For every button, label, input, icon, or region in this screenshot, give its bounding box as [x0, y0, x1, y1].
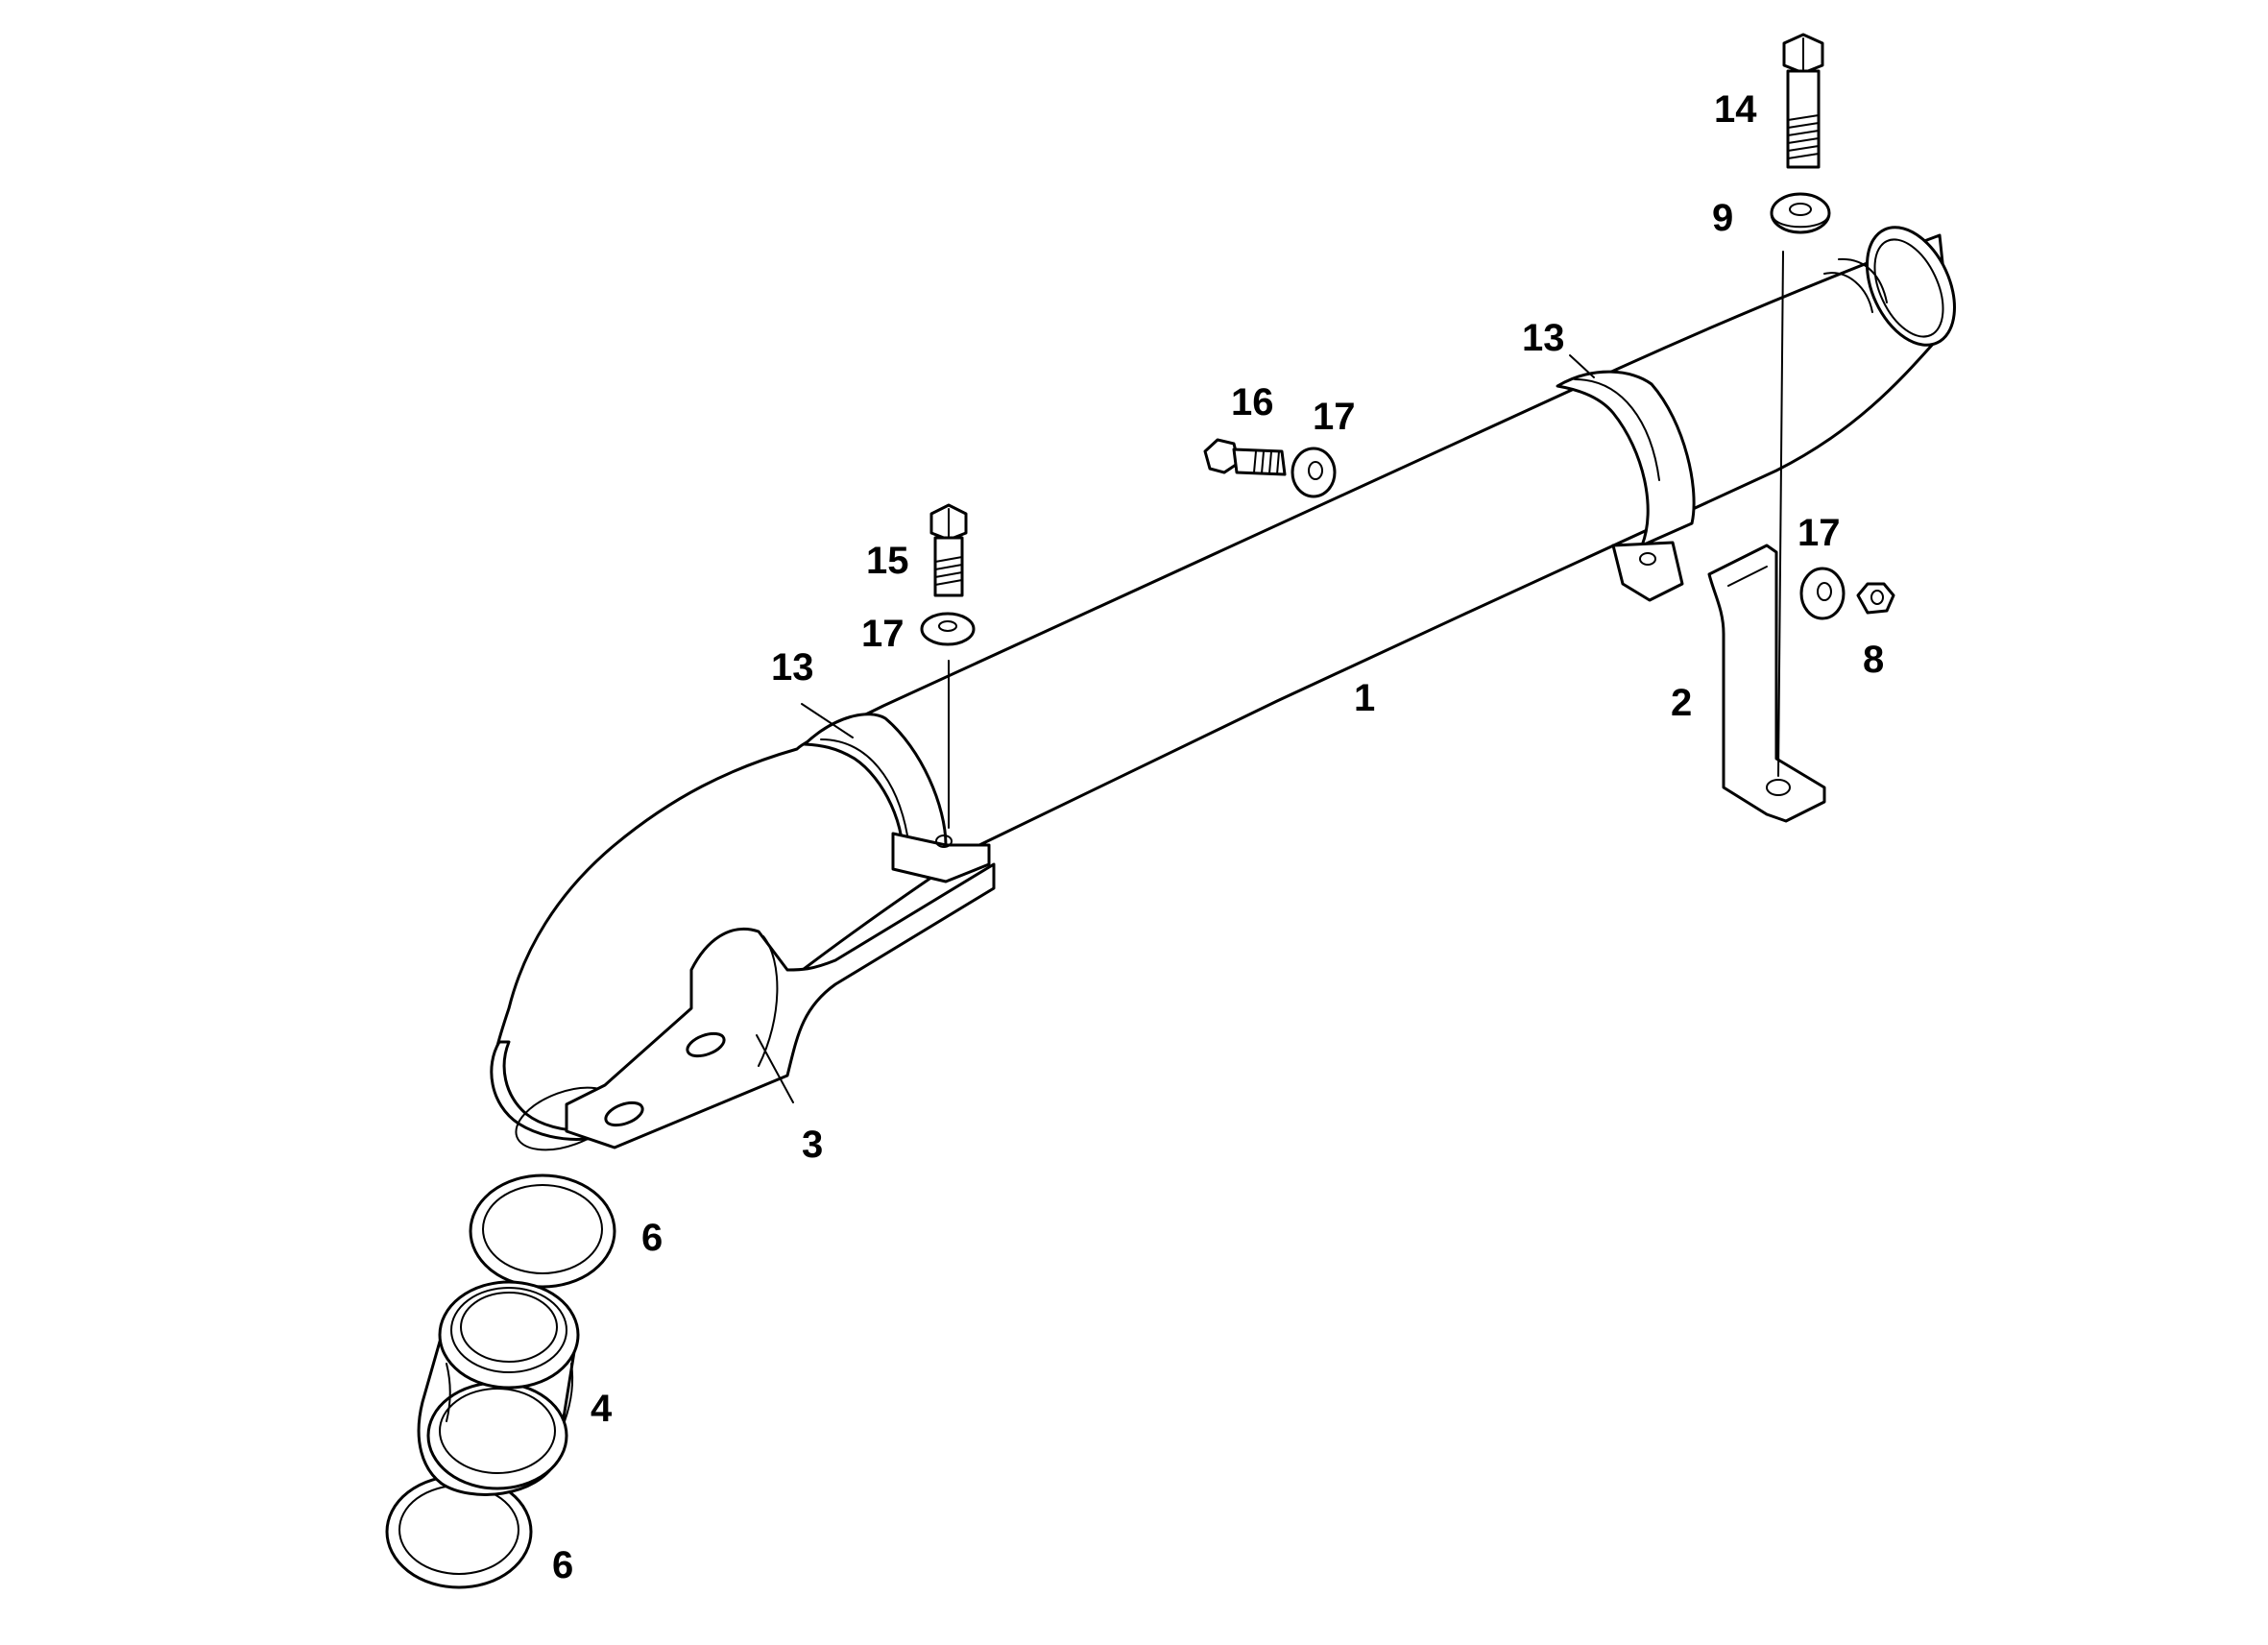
- clamp-part-13-left: [803, 713, 991, 883]
- callout-8: 8: [1863, 639, 1884, 681]
- callout-14: 14: [1714, 88, 1757, 131]
- washer-part-17-right: [1799, 567, 1846, 620]
- callout-6-upper: 6: [641, 1217, 663, 1259]
- callout-13-right: 13: [1522, 317, 1565, 359]
- pipe-part-1: [490, 226, 1956, 1151]
- callout-1: 1: [1354, 677, 1375, 719]
- bolt-part-15: [929, 503, 968, 597]
- leader-lines: [756, 251, 1784, 1103]
- mounting-plate-part-3: [565, 862, 996, 1149]
- seal-ring-part-6-upper: [469, 1173, 616, 1289]
- callouts: 14 9 13 16 17 15 17 13 17 8 1 2 3 6 4 6: [552, 88, 1884, 1586]
- bolt-part-16: [1203, 438, 1287, 476]
- washer-part-17-middle: [1291, 447, 1337, 498]
- callout-2: 2: [1671, 682, 1692, 724]
- callout-16: 16: [1231, 381, 1274, 423]
- nut-part-8: [1856, 582, 1895, 615]
- callout-17-left: 17: [861, 613, 905, 655]
- callout-15: 15: [866, 540, 909, 582]
- washer-part-9: [1770, 192, 1831, 234]
- callout-9: 9: [1712, 197, 1733, 239]
- callout-3: 3: [802, 1124, 823, 1166]
- callout-6-lower: 6: [552, 1544, 573, 1586]
- callout-17-middle: 17: [1313, 396, 1356, 438]
- callout-17-right: 17: [1798, 512, 1841, 554]
- pipe-right-end: [1866, 226, 1956, 347]
- bolt-part-14: [1782, 33, 1824, 169]
- coupling-sleeve-part-4: [417, 1280, 580, 1496]
- pipe-body: [492, 233, 1951, 1136]
- clamp-part-13-right: [1556, 370, 1696, 602]
- bracket-part-2: [1707, 544, 1826, 823]
- callout-13-left: 13: [771, 646, 814, 689]
- callout-4: 4: [591, 1388, 613, 1430]
- washer-part-17-left: [920, 612, 976, 646]
